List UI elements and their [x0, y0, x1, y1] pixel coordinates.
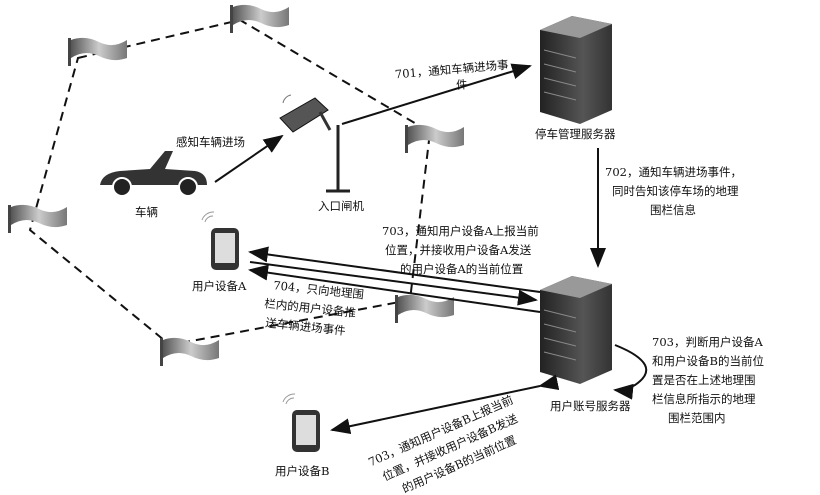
device-a-phone-icon [201, 211, 240, 271]
arrow-701 [341, 63, 532, 125]
flag-icon [230, 4, 289, 33]
vehicle-label: 车辆 [135, 205, 158, 219]
svg-text:位置，并接收用户设备A发送: 位置，并接收用户设备A发送 [385, 243, 532, 257]
device-a-label: 用户设备A [192, 279, 247, 293]
account-server-icon [539, 275, 613, 385]
arrow-703b [330, 374, 560, 435]
flag-icon [8, 204, 67, 233]
svg-text:703，通知用户设备A上报当前: 703，通知用户设备A上报当前 [382, 224, 539, 238]
flag-icon [160, 337, 219, 366]
svg-text:栏信息所指示的地理: 栏信息所指示的地理 [652, 392, 756, 406]
label-703b: 703，通知用户设备B上报当前 位置，并接收用户设备B发送 的用户设备B的当前位… [366, 393, 520, 495]
svg-text:703，判断用户设备A: 703，判断用户设备A [652, 335, 763, 349]
svg-text:同时告知该停车场的地理: 同时告知该停车场的地理 [612, 184, 739, 198]
svg-text:702，通知车辆进场事件，: 702，通知车辆进场事件， [605, 165, 742, 179]
svg-text:和用户设备B的当前位: 和用户设备B的当前位 [652, 354, 764, 368]
svg-text:的用户设备A的当前位置: 的用户设备A的当前位置 [400, 262, 523, 276]
arrows [214, 63, 648, 435]
device-b-phone-icon [282, 393, 321, 453]
parking-server-label: 停车管理服务器 [535, 127, 616, 141]
geofence-boundary [28, 18, 432, 347]
car-icon [100, 151, 207, 197]
gate-label: 入口闸机 [318, 199, 364, 213]
device-b-label: 用户设备B [275, 464, 329, 478]
svg-text:围栏信息: 围栏信息 [650, 203, 696, 217]
label-704: 704，只向地理围 栏内的用户设备推 送车辆进场事件 [264, 278, 365, 338]
label-703a: 703，通知用户设备A上报当前 位置，并接收用户设备A发送 的用户设备A的当前位… [382, 224, 539, 276]
svg-text:送车辆进场事件: 送车辆进场事件 [265, 316, 347, 338]
parking-server-icon [539, 15, 613, 125]
label-sense: 感知车辆进场 [176, 135, 245, 149]
svg-text:置是否在上述地理围: 置是否在上述地理围 [652, 373, 756, 387]
arrow-704 [248, 264, 541, 313]
svg-text:件: 件 [455, 77, 468, 92]
label-703-judge: 703，判断用户设备A 和用户设备B的当前位 置是否在上述地理围 栏信息所指示的… [652, 335, 764, 425]
gate-camera-icon [279, 94, 350, 193]
arrow-703a-response [249, 261, 538, 306]
account-server-label: 用户账号服务器 [550, 399, 631, 413]
arrow-sense [214, 134, 284, 183]
arrow-703-judge [613, 344, 648, 400]
svg-text:围栏范围内: 围栏范围内 [668, 411, 726, 425]
arrow-703a-request [248, 246, 541, 293]
flag-icon [405, 124, 464, 153]
label-702: 702，通知车辆进场事件， 同时告知该停车场的地理 围栏信息 [605, 165, 742, 217]
